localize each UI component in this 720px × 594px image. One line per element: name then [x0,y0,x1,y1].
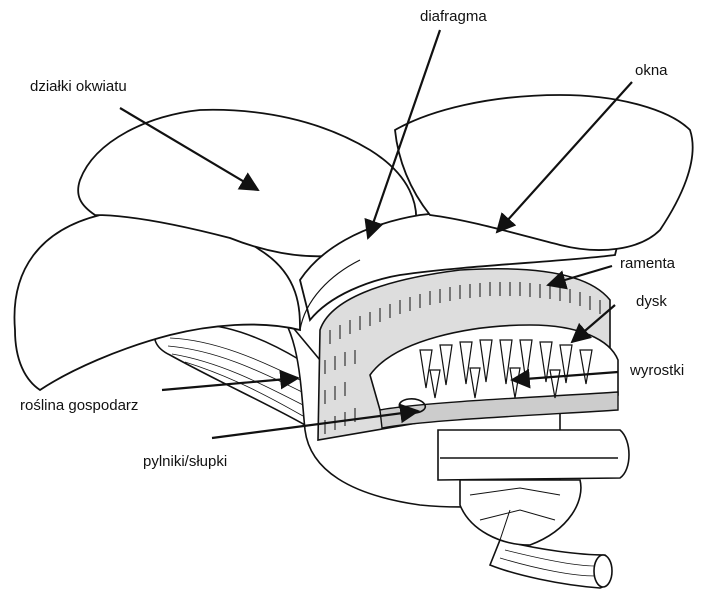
label-ramenta: ramenta [620,255,675,273]
label-diaphragm: diafragma [420,8,487,26]
label-anthers-pistils: pylniki/słupki [143,453,227,471]
label-processes: wyrostki [630,362,684,380]
label-host-plant: roślina gospodarz [20,397,138,415]
label-disc: dysk [636,293,667,311]
label-sepals: działki okwiatu [30,78,127,96]
label-windows: okna [635,62,668,80]
